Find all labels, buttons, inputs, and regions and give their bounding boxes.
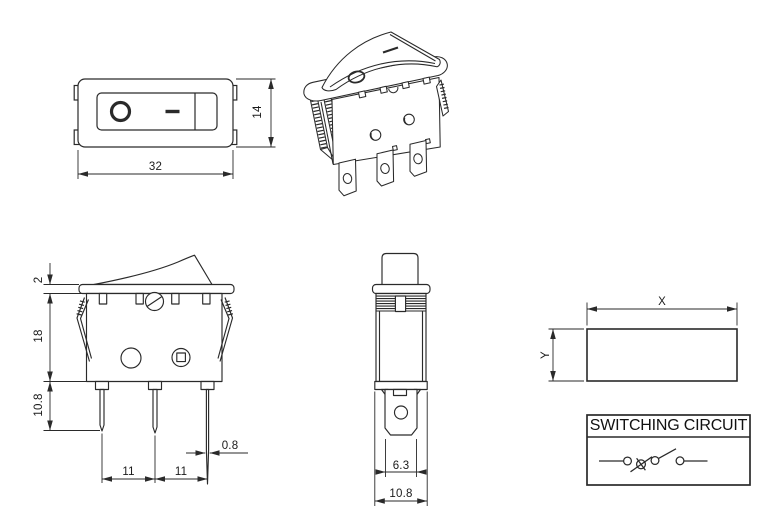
dim-label-flange-thickness: 2 bbox=[32, 276, 45, 284]
side-view bbox=[371, 252, 431, 506]
circuit-diagram bbox=[599, 448, 708, 473]
dim-body-width bbox=[374, 391, 428, 506]
dim-label-tab-width: 6.3 bbox=[392, 459, 410, 472]
isometric-view bbox=[303, 31, 450, 197]
dim-label-body-height: 18 bbox=[32, 329, 45, 343]
screw-head bbox=[388, 86, 399, 94]
panel-cutout-view bbox=[548, 302, 738, 382]
off-symbol bbox=[109, 100, 132, 123]
screw-slot-icon bbox=[144, 291, 165, 312]
dim-cutout-y bbox=[548, 328, 584, 382]
terminals bbox=[94, 380, 215, 485]
dim-label-terminal-length: 10.8 bbox=[32, 393, 45, 417]
dim-terminal-pitch bbox=[101, 433, 208, 483]
dim-label-top-width: 32 bbox=[148, 160, 163, 173]
dim-label-pitch-right: 11 bbox=[174, 465, 188, 478]
dim-label-top-height: 14 bbox=[252, 105, 264, 119]
switching-circuit-title: SWITCHING CIRCUIT bbox=[589, 417, 748, 434]
terminal-blades bbox=[338, 139, 428, 197]
dim-width bbox=[77, 150, 234, 179]
on-symbol bbox=[382, 46, 399, 54]
lamp-icon bbox=[630, 456, 653, 473]
top-view bbox=[73, 78, 276, 179]
dim-label-terminal-thickness: 0.8 bbox=[221, 440, 239, 452]
dim-chain-left bbox=[43, 263, 100, 431]
dim-label-cutout-x: X bbox=[658, 296, 666, 308]
front-view bbox=[43, 254, 248, 485]
dim-cutout-x bbox=[586, 302, 738, 326]
off-symbol bbox=[347, 70, 366, 84]
dim-tab-width bbox=[375, 439, 427, 477]
terminal-tab bbox=[384, 388, 418, 436]
dim-height bbox=[236, 78, 276, 148]
switching-circuit-box bbox=[586, 414, 751, 486]
switch-contact-icon bbox=[658, 448, 677, 459]
dim-label-pitch-left: 11 bbox=[122, 465, 135, 478]
dim-label-cutout-y: Y bbox=[539, 351, 552, 359]
dim-label-side-body-width: 10.8 bbox=[389, 488, 413, 500]
